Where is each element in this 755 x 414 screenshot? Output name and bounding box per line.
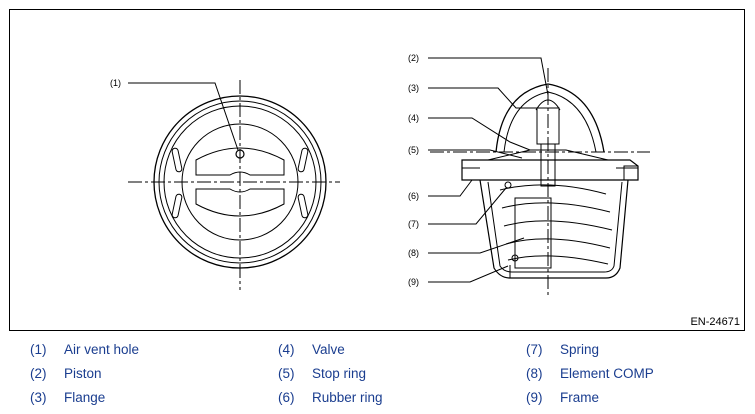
callout-5: (5) — [408, 145, 419, 155]
legend-item: (2) Piston — [30, 366, 102, 381]
callout-3-leader — [428, 87, 538, 109]
slot — [171, 147, 183, 173]
legend-number: (5) — [278, 366, 295, 381]
legend-label: Air vent hole — [64, 342, 140, 357]
legend-label: Stop ring — [312, 366, 367, 381]
callout-9: (9) — [408, 277, 419, 287]
legend-item: (7) Spring — [526, 342, 599, 357]
legend-number: (4) — [278, 342, 295, 357]
legend-label: Valve — [312, 342, 345, 357]
legend-number: (2) — [30, 366, 47, 381]
section-view — [428, 57, 650, 295]
spring — [499, 184, 607, 195]
legend-label: Frame — [560, 390, 600, 405]
legend-item: (5) Stop ring — [278, 366, 366, 381]
legend-item: (3) Flange — [30, 390, 105, 405]
lower-bridge — [195, 188, 285, 217]
legend-number: (8) — [526, 366, 543, 381]
outer-ring — [153, 95, 327, 269]
callout-8: (8) — [408, 248, 419, 258]
callout-7-leader — [428, 187, 507, 225]
legend-label: Rubber ring — [312, 390, 383, 405]
legend-label: Element COMP — [560, 366, 654, 381]
callout-9-leader — [428, 265, 509, 283]
legend: (1) Air vent hole (2) Piston (3) Flange (4)… — [0, 334, 755, 414]
callout-2: (2) — [408, 53, 419, 63]
callout-4: (4) — [408, 113, 419, 123]
legend-item: (6) Rubber ring — [278, 390, 383, 405]
callout-1: (1) — [110, 78, 121, 88]
legend-number: (3) — [30, 390, 47, 405]
callout-7: (7) — [408, 219, 419, 229]
callout-2-leader — [428, 57, 549, 96]
legend-number: (6) — [278, 390, 295, 405]
callout-4-leader — [428, 117, 531, 151]
callout-5-leader — [428, 149, 523, 159]
slot — [297, 193, 309, 219]
callout-1-leader — [128, 82, 239, 151]
callout-8-leader — [428, 237, 525, 254]
rubber-ring — [504, 181, 512, 189]
legend-number: (7) — [526, 342, 543, 357]
legend-item: (9) Frame — [526, 390, 599, 405]
element-body — [514, 197, 552, 269]
dome — [495, 83, 605, 153]
legend-label: Spring — [560, 342, 600, 357]
top-view — [128, 80, 340, 290]
legend-label: Piston — [64, 366, 102, 381]
legend-item: (8) Element COMP — [526, 366, 654, 381]
legend-item: (1) Air vent hole — [30, 342, 139, 357]
thermostat-figure: (1) (2) (3) (4) (5) (6) (7) (8) (9) EN-2… — [9, 9, 745, 331]
figure-code: EN-24671 — [690, 316, 740, 328]
callout-3: (3) — [408, 83, 419, 93]
air-vent-hole — [235, 149, 245, 159]
thermostat-drawing: (1) (2) (3) (4) (5) (6) (7) (8) (9) — [110, 53, 650, 295]
legend-number: (1) — [30, 342, 47, 357]
slot — [297, 147, 309, 173]
legend-item: (4) Valve — [278, 342, 345, 357]
frame — [479, 179, 629, 279]
flange-plate — [461, 159, 639, 181]
callout-6-leader — [428, 179, 473, 197]
legend-number: (9) — [526, 390, 543, 405]
legend-label: Flange — [64, 390, 106, 405]
slot — [171, 193, 183, 219]
upper-bridge — [195, 147, 285, 176]
callout-6: (6) — [408, 191, 419, 201]
